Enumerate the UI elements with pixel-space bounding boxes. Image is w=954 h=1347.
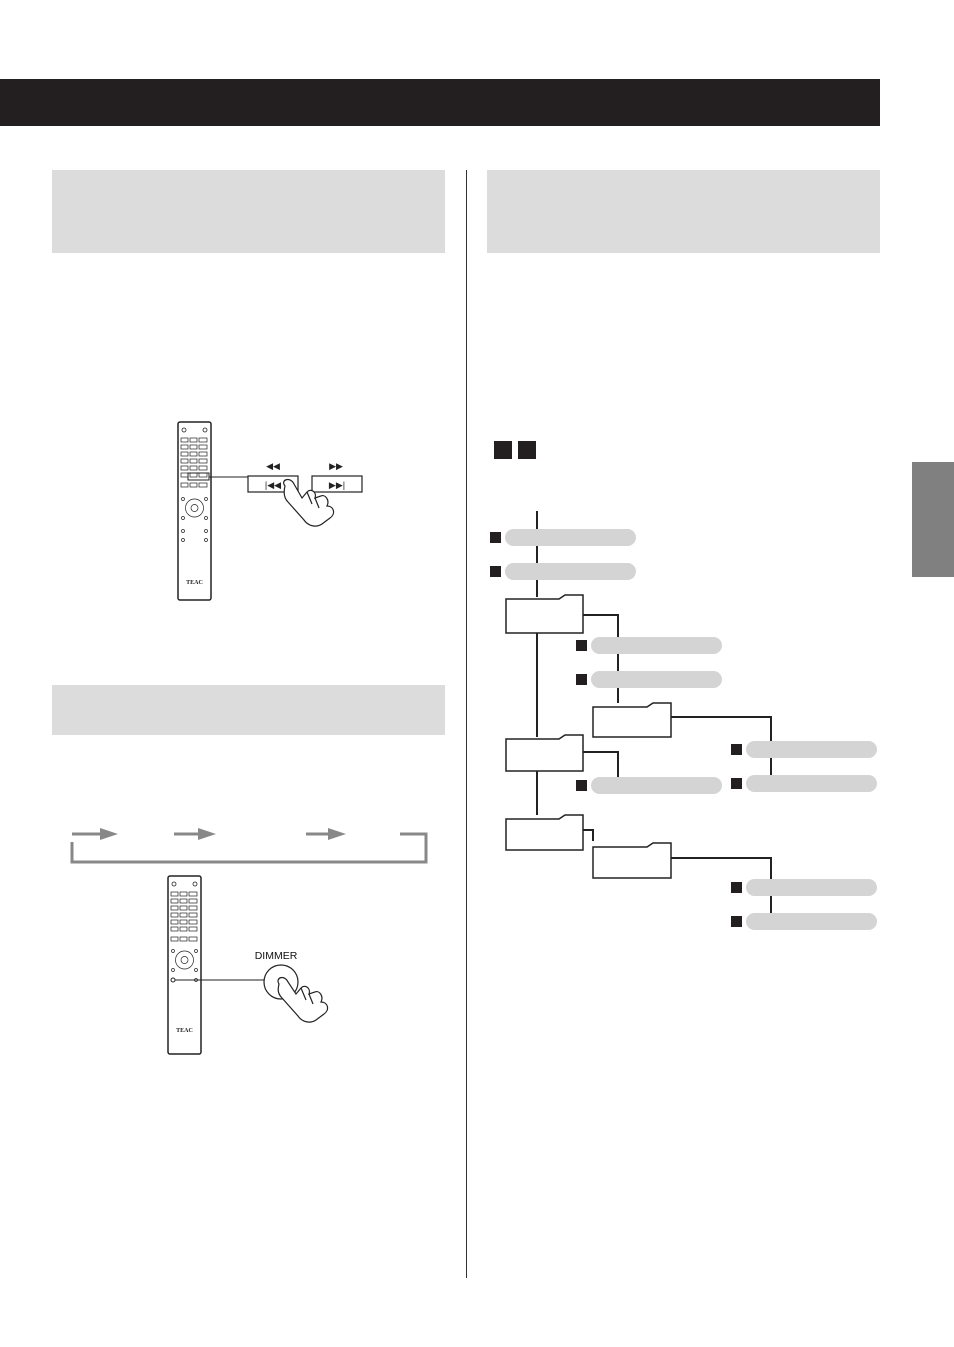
column-divider [466,170,467,1278]
remote-brand: TEAC [176,1028,193,1034]
folder-icon [505,594,584,634]
section-heading-folders [487,170,880,253]
skip-forward-icon: ▶▶| [329,480,345,490]
remote-brand: TEAC [186,580,203,586]
arrow-icon [100,828,118,840]
section-heading-dimmer [52,685,445,735]
file-pill [505,529,636,546]
file-marker [490,532,501,543]
file-pill [746,775,877,792]
file-pill [591,777,722,794]
fast-forward-icon: ▶▶ [329,461,343,471]
remote-dimmer-illustration: TEAC DIMMER [167,875,329,1055]
file-marker [576,674,587,685]
remote-body [177,421,212,601]
section-heading-skip [52,170,445,253]
file-pill [746,879,877,896]
folder-icon [592,702,672,738]
dimmer-cycle-diagram [70,828,428,864]
dimmer-label: DIMMER [255,950,298,962]
file-pill [746,741,877,758]
file-pill [505,563,636,580]
file-marker [731,744,742,755]
file-marker [731,778,742,789]
file-marker [490,566,501,577]
legend-square [518,441,536,459]
header-bar [0,79,880,126]
remote-body [167,875,202,1055]
skip-back-icon: |◀◀ [265,480,281,490]
file-marker [731,916,742,927]
skip-forward-button [311,475,363,493]
side-tab [912,462,954,577]
legend-square [494,441,512,459]
pressing-hand-icon [277,976,329,1023]
file-pill [591,671,722,688]
file-marker [576,780,587,791]
arrow-icon [198,828,216,840]
file-pill [746,913,877,930]
file-marker [731,882,742,893]
file-pill [591,637,722,654]
folder-icon [505,734,584,772]
remote-skip-illustration: TEAC ◀◀ ▶▶ |◀◀ ▶▶| [177,421,363,601]
rewind-icon: ◀◀ [266,461,280,471]
folder-icon [592,842,672,879]
folder-tree-diagram [490,511,877,930]
folder-icon [505,814,584,851]
file-marker [576,640,587,651]
pressing-hand-icon [283,478,335,527]
arrow-icon [328,828,346,840]
